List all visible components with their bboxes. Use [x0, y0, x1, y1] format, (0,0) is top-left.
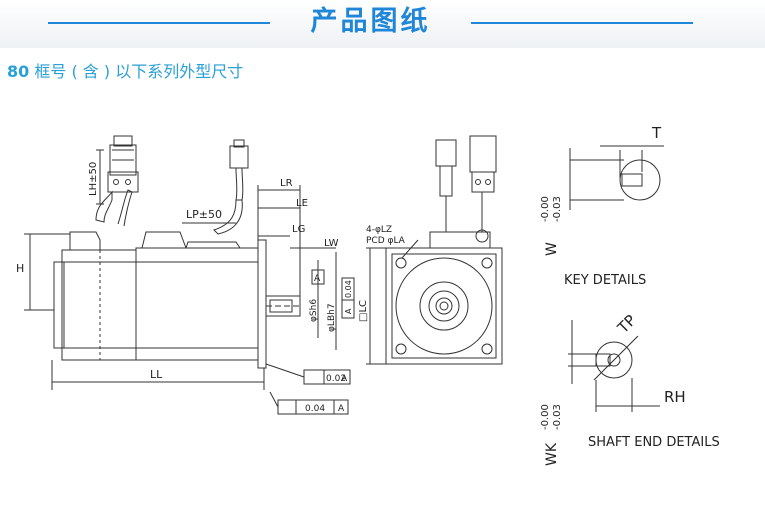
- key-w-tol-bottom: -0.03: [552, 196, 563, 222]
- key-w-tol-top: -0.00: [540, 196, 551, 222]
- dim-lg-label: LG: [292, 224, 305, 235]
- pcd-label: PCD φLA: [366, 236, 406, 246]
- tolerance-1-ref: A: [341, 374, 348, 384]
- dim-lh-label: LH±50: [88, 162, 99, 196]
- key-details-caption: KEY DETAILS: [564, 273, 646, 288]
- dim-lp-label: LP±50: [186, 208, 222, 221]
- dim-lb-label: φLBh7: [327, 303, 337, 332]
- shaft-wk-tol-bottom: -0.03: [552, 404, 563, 430]
- dim-lr-label: LR: [280, 178, 293, 189]
- dim-s-label: φSh6: [309, 299, 319, 322]
- shaft-wk-tol-top: -0.00: [540, 404, 551, 430]
- key-t-label: T: [651, 124, 662, 142]
- title-rule-left: [48, 22, 270, 24]
- shaft-wk-label: WK: [544, 442, 560, 466]
- page-title: 产品图纸: [310, 6, 431, 37]
- dim-h-label: H: [16, 262, 24, 275]
- title-rule-right: [471, 22, 693, 24]
- shaft-end-caption: SHAFT END DETAILS: [588, 435, 720, 450]
- header-band: [0, 0, 765, 48]
- shaft-tp-label: TP: [613, 311, 639, 337]
- tolerance-2-ref: A: [338, 404, 345, 414]
- holes-label: 4-φLZ: [366, 225, 392, 235]
- tolerance-2-value: 0.04: [305, 404, 325, 414]
- section-subtitle: 80 框号 ( 含 ) 以下系列外型尺寸: [7, 58, 243, 82]
- subtitle-frame-size: 80: [7, 62, 30, 81]
- dim-ll-label: LL: [150, 368, 163, 381]
- runout-small-ref: A: [344, 308, 353, 314]
- shaft-rh-label: RH: [664, 388, 686, 406]
- subtitle-text: 框号 ( 含 ) 以下系列外型尺寸: [34, 62, 244, 81]
- datum-a-label: A: [314, 274, 321, 284]
- runout-small-value: 0.04: [344, 280, 353, 298]
- key-w-label: W: [544, 242, 560, 256]
- dim-lc-label: □LC: [358, 300, 369, 322]
- tolerance-1-value: 0.02: [326, 374, 346, 384]
- dim-le-label: LE: [296, 198, 308, 209]
- dim-lw-label: LW: [324, 238, 339, 249]
